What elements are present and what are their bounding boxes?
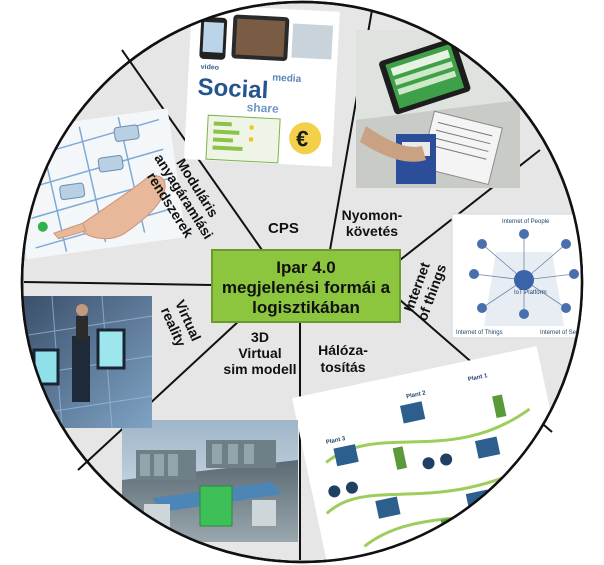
cps-social-image: video Social media share seo — [183, 4, 340, 167]
center-title-box: Ipar 4.0 megjelenési formái a logisztiká… — [211, 249, 401, 323]
tracking-label-line-2: követés — [346, 223, 398, 239]
iot-internet-of-things-label: Internet of Things — [456, 330, 503, 336]
segment-label-networking: Hálóza- tosítás — [318, 342, 368, 375]
iot-hub-label: IoT Platform — [514, 290, 547, 296]
vr-factory-image — [22, 295, 153, 429]
sim-label-line-1: 3D — [251, 329, 269, 345]
segment-label-sim: 3D Virtual sim modell — [223, 329, 296, 377]
social-word-media: media — [272, 72, 302, 85]
center-title-line-3: logisztikában — [252, 298, 360, 317]
networking-label-line-1: Hálóza- — [318, 342, 368, 358]
sim-label-line-3: sim modell — [223, 361, 296, 377]
modular-conveyor-image — [22, 108, 186, 260]
iot-network-diagram: Internet of People IoT Platform — [451, 213, 592, 339]
sim-3d-warehouse-image — [122, 420, 298, 542]
social-word-social: Social — [197, 74, 269, 105]
euro-icon: € — [295, 126, 309, 152]
wheel-spokes — [23, 9, 553, 560]
iot-internet-of-people-label: Internet of People — [502, 219, 550, 225]
social-word-share: share — [246, 100, 279, 116]
sim-label-line-2: Virtual — [238, 345, 281, 361]
center-title-line-1: Ipar 4.0 — [276, 258, 336, 277]
social-word-video: video — [201, 64, 220, 72]
tracking-label-line-1: Nyomon- — [342, 207, 403, 223]
network-plant-3-label: Plant 3 — [325, 436, 346, 446]
segment-label-tracking: Nyomon- követés — [342, 207, 403, 239]
iot-internet-of-services-label: Internet of Services — [540, 330, 592, 336]
spoke-vr-modular — [23, 281, 213, 286]
segment-label-cps: CPS — [268, 220, 299, 237]
center-title-line-2: megjelenési formái a — [222, 278, 391, 297]
center-box-background — [211, 249, 401, 323]
spoke-sim-vr — [77, 319, 241, 471]
networking-label-line-2: tosítás — [320, 359, 365, 375]
network-plant-2-label: Plant 2 — [406, 390, 427, 400]
wheel-outline — [20, 0, 584, 564]
network-plant-1-label: Plant 1 — [468, 373, 489, 383]
tracking-tablet-image — [356, 27, 523, 188]
